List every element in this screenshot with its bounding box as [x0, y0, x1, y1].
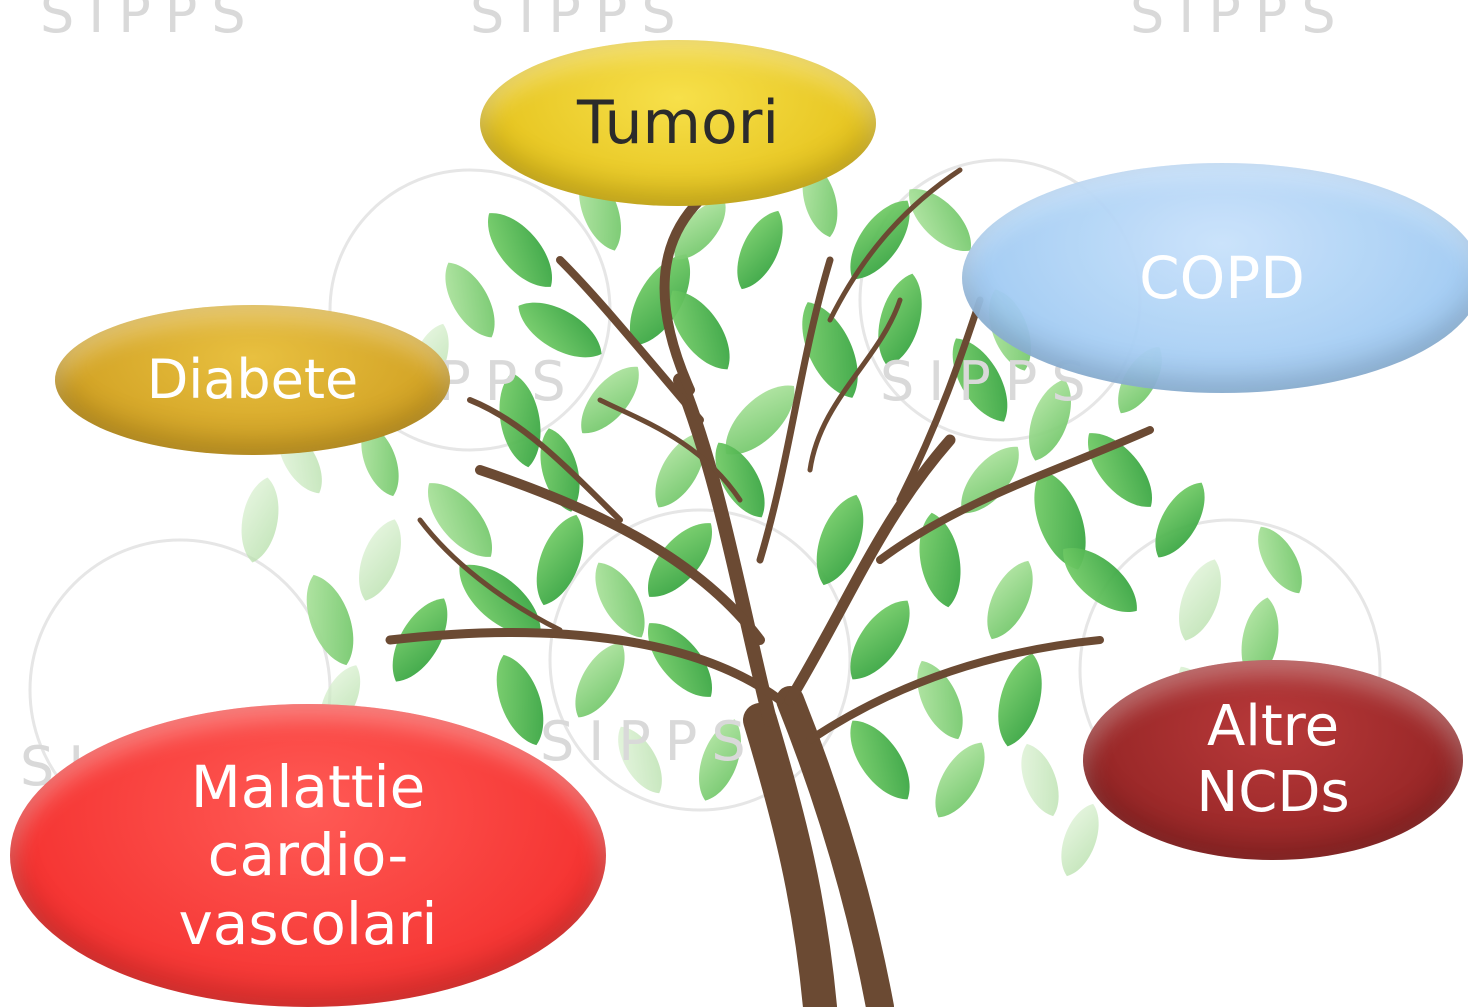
- leaf: [1169, 553, 1232, 646]
- bubble-label-line: Altre: [1207, 694, 1339, 760]
- leaf: [836, 709, 923, 810]
- leaf: [1012, 739, 1068, 822]
- leaf: [235, 474, 285, 565]
- bubble-label-line: cardio-: [208, 821, 409, 889]
- watermark-sipps-top-center: SIPPS: [470, 0, 690, 45]
- bubble-label-line: Diabete: [147, 348, 359, 412]
- watermark-sipps-top-left: SIPPS: [40, 0, 260, 45]
- leaf: [989, 649, 1052, 752]
- bubble-copd: COPD: [962, 163, 1468, 393]
- bubble-label-line: vascolari: [178, 890, 437, 958]
- leaf: [569, 356, 651, 445]
- leaf: [414, 471, 506, 570]
- leaf: [525, 508, 594, 612]
- leaf: [923, 734, 997, 826]
- leaf: [349, 513, 412, 606]
- leaf: [474, 201, 566, 300]
- leaf: [1247, 519, 1312, 601]
- watermark-sipps-top-right: SIPPS: [1130, 0, 1350, 45]
- bubble-label-line: COPD: [1139, 244, 1305, 312]
- leaf: [1143, 474, 1217, 566]
- leaf: [976, 553, 1044, 646]
- leaf: [1052, 799, 1108, 882]
- bubble-label-line: NCDs: [1196, 760, 1349, 826]
- bubble-diabete: Diabete: [55, 305, 450, 455]
- leaf: [726, 203, 794, 296]
- leaf: [295, 568, 364, 672]
- bubble-label-line: Malattie: [191, 753, 426, 821]
- leaf: [1074, 421, 1166, 520]
- bubble-label-line: Tumori: [577, 88, 779, 159]
- bubble-tumori: Tumori: [480, 40, 876, 206]
- watermark-sipps-center-bottom: SIPPS: [540, 710, 760, 773]
